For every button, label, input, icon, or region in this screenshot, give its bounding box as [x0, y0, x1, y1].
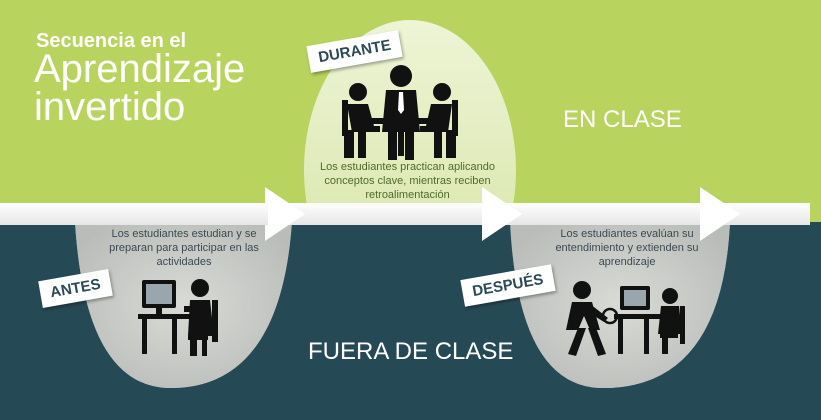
zone-label-in-class: EN CLASE	[563, 106, 682, 133]
student-computer-icon	[138, 279, 218, 356]
stage-despues-text: Los estudiantes evalúan su entendimiento…	[555, 228, 699, 268]
stage-durante-text: Los estudiantes practican aplicando conc…	[320, 161, 495, 201]
timeline-arrow	[0, 187, 810, 241]
stage-antes-text: Los estudiantes estudian y se preparan p…	[109, 228, 259, 268]
evaluation-icon	[566, 281, 685, 356]
meeting-icon	[342, 65, 458, 160]
zone-label-out-of-class: FUERA DE CLASE	[308, 338, 514, 365]
title-line-2: Aprendizaje invertido	[34, 47, 246, 129]
title-line-1: Secuencia en el	[36, 30, 187, 52]
